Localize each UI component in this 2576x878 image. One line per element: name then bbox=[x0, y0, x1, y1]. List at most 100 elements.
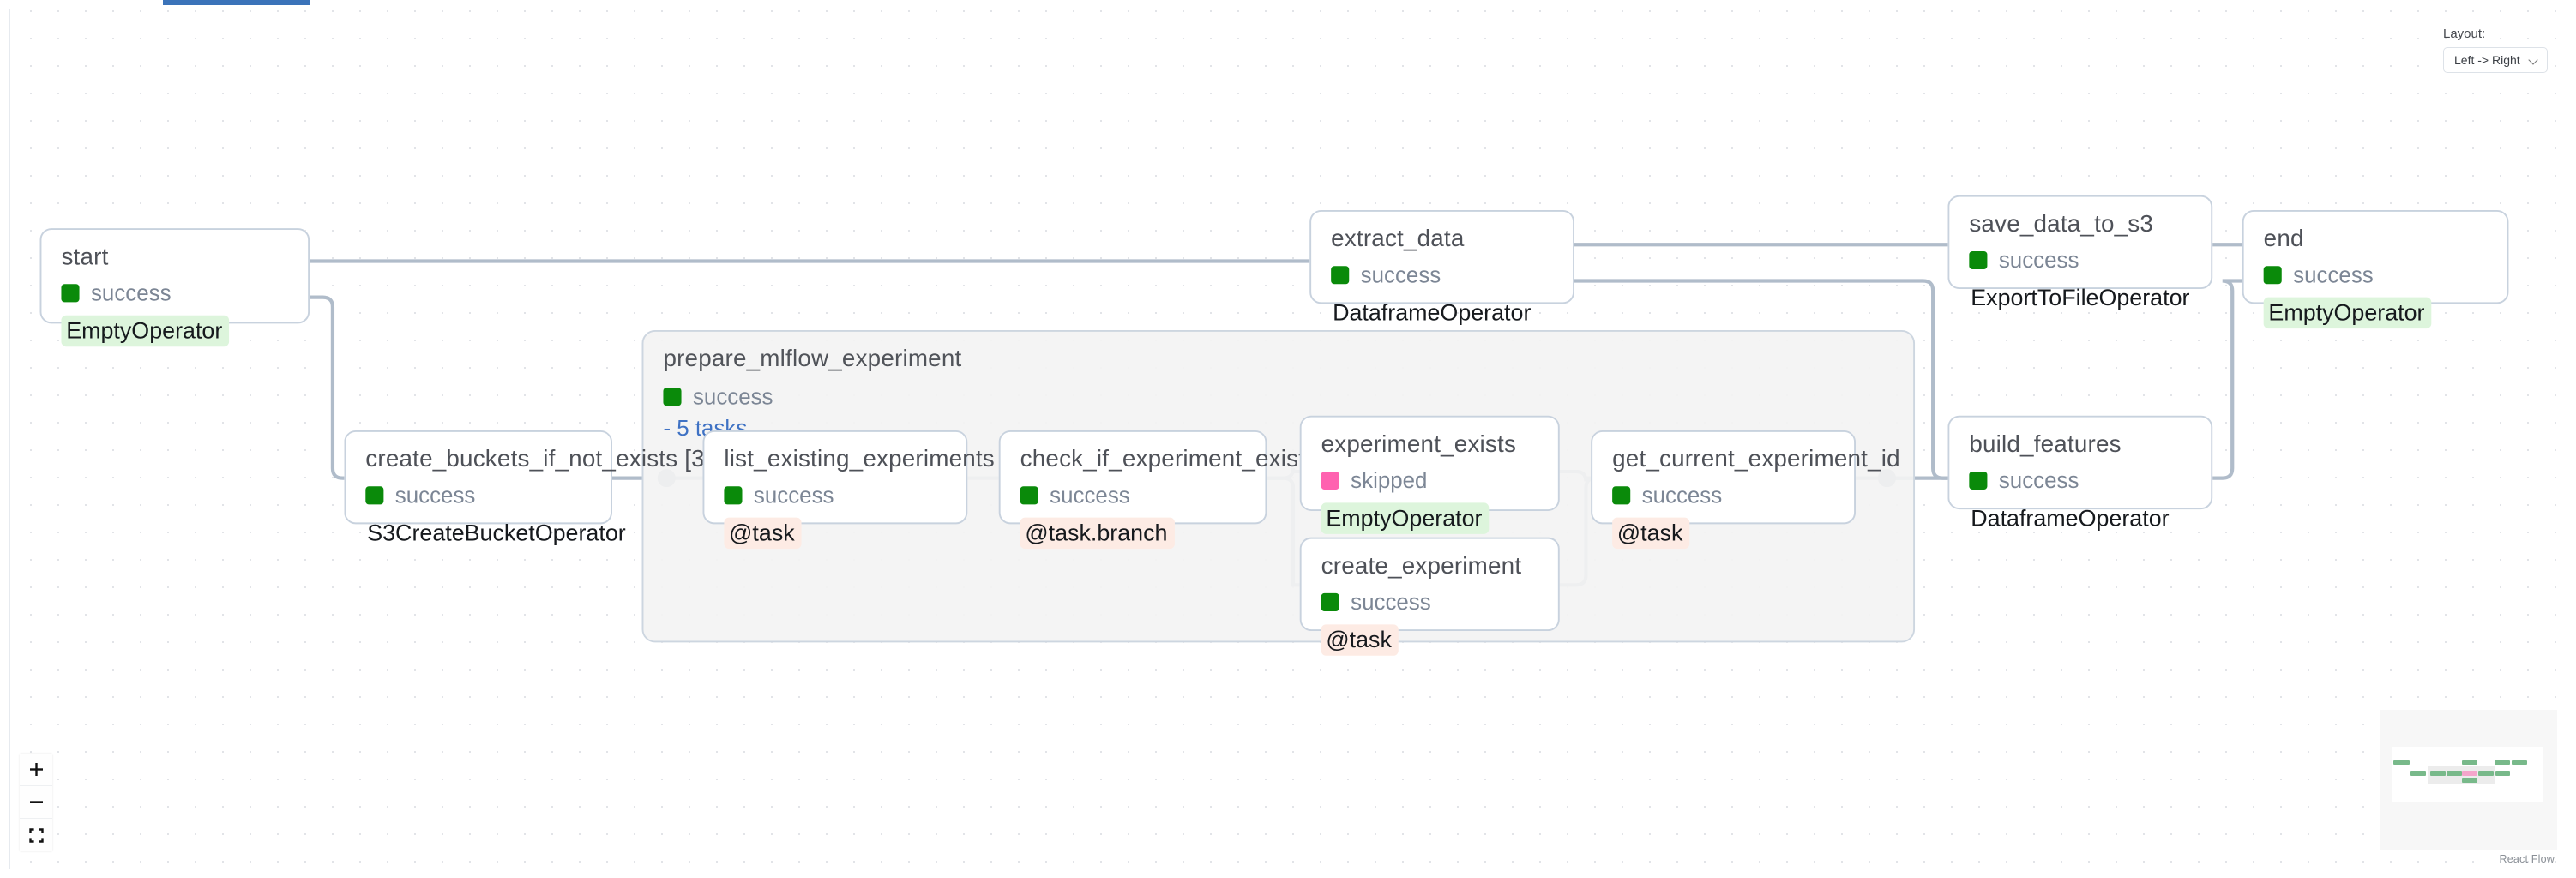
node-status: success bbox=[1969, 470, 2191, 492]
edge bbox=[2212, 279, 2242, 480]
operator-tag: @task.branch bbox=[1020, 517, 1175, 549]
operator-tag: @task bbox=[1321, 623, 1399, 656]
status-text: success bbox=[692, 383, 773, 409]
status-text: success bbox=[753, 483, 834, 508]
operator-tag: EmptyOperator bbox=[2263, 297, 2432, 328]
zoom-controls bbox=[20, 754, 52, 851]
operator-tag: @task bbox=[1612, 517, 1690, 549]
node-title: get_current_experiment_id bbox=[1612, 447, 1900, 473]
status-swatch bbox=[1969, 251, 1988, 270]
minimap-node bbox=[2495, 771, 2510, 776]
minimap-node bbox=[2447, 771, 2462, 776]
operator-tag: DataframeOperator bbox=[1333, 298, 1532, 325]
minimap-node bbox=[2410, 771, 2426, 776]
node-title: build_features bbox=[1969, 431, 2122, 459]
status-text: success bbox=[394, 483, 476, 508]
status-swatch bbox=[365, 487, 384, 506]
node-status: success bbox=[1321, 592, 1538, 614]
minimap-node-skipped bbox=[2462, 771, 2477, 776]
operator-tag: EmptyOperator bbox=[61, 315, 229, 346]
status-text: success bbox=[1050, 483, 1130, 508]
edge bbox=[310, 295, 345, 480]
layout-select[interactable]: Left -> Right bbox=[2443, 47, 2548, 73]
zoom-in-button[interactable] bbox=[20, 754, 52, 786]
status-swatch bbox=[1612, 487, 1631, 506]
operator-tag: @task bbox=[724, 517, 802, 549]
operator-tag: DataframeOperator bbox=[1971, 503, 2170, 531]
node-title: experiment_exists bbox=[1321, 431, 1517, 459]
node-title: list_existing_experiments bbox=[724, 447, 995, 473]
node-title: create_buckets_if_not_exists [3] bbox=[365, 447, 712, 473]
status-swatch bbox=[1331, 267, 1350, 286]
status-text: success bbox=[2293, 262, 2374, 288]
group-title: prepare_mlflow_experiment bbox=[663, 346, 962, 373]
minimap-node bbox=[2462, 778, 2477, 783]
minus-icon bbox=[29, 801, 43, 803]
minimap[interactable] bbox=[2380, 710, 2557, 850]
zoom-out-button[interactable] bbox=[20, 786, 52, 819]
operator-tag: S3CreateBucketOperator bbox=[367, 519, 626, 545]
minimap-node bbox=[2495, 760, 2510, 765]
status-swatch bbox=[2263, 267, 2282, 286]
status-swatch bbox=[1321, 472, 1339, 490]
node-title: extract_data bbox=[1331, 226, 1465, 253]
layout-label: Layout: bbox=[2443, 27, 2486, 41]
reactflow-attribution: React Flow bbox=[2499, 853, 2555, 865]
operator-tag: EmptyOperator bbox=[1321, 502, 1490, 534]
node-title: check_if_experiment_exists bbox=[1020, 447, 1318, 473]
node-status: success bbox=[1969, 250, 2191, 272]
node-title: save_data_to_s3 bbox=[1969, 211, 2154, 238]
operator-tag: ExportToFileOperator bbox=[1971, 283, 2190, 310]
status-text: skipped bbox=[1351, 468, 1428, 494]
status-swatch bbox=[61, 285, 80, 304]
minimap-node bbox=[2430, 771, 2446, 776]
status-swatch bbox=[724, 487, 743, 506]
node-status: success bbox=[1020, 485, 1246, 508]
tab-strip bbox=[0, 0, 2576, 9]
node-status: success bbox=[1612, 485, 1834, 508]
minimap-node bbox=[2393, 760, 2410, 765]
node-status: success bbox=[1331, 265, 1553, 287]
minimap-node bbox=[2512, 760, 2527, 765]
status-text: success bbox=[1360, 262, 1441, 288]
node-status: success bbox=[365, 485, 591, 508]
status-text: success bbox=[1351, 590, 1431, 616]
status-text: success bbox=[1998, 248, 2079, 274]
node-status: skipped bbox=[1321, 470, 1538, 492]
status-text: success bbox=[1641, 483, 1723, 508]
status-text: success bbox=[1998, 468, 2079, 494]
status-text: success bbox=[90, 280, 172, 306]
node-title: end bbox=[2263, 226, 2304, 253]
node-status: success bbox=[61, 283, 288, 305]
node-status: success bbox=[2263, 262, 2488, 288]
chevron-down-icon bbox=[2530, 56, 2539, 65]
group-status: success bbox=[663, 385, 961, 407]
node-status: success bbox=[724, 485, 946, 508]
status-swatch bbox=[663, 387, 682, 406]
minimap-node bbox=[2478, 771, 2494, 776]
layout-select-value: Left -> Right bbox=[2454, 53, 2520, 67]
node-title: start bbox=[61, 244, 109, 271]
fit-view-button[interactable] bbox=[20, 819, 52, 851]
plus-icon bbox=[29, 763, 43, 776]
fit-screen-icon bbox=[28, 827, 44, 843]
minimap-node bbox=[2462, 760, 2477, 765]
status-swatch bbox=[1321, 593, 1339, 612]
active-tab-indicator[interactable] bbox=[163, 0, 310, 5]
node-title: create_experiment bbox=[1321, 553, 1522, 580]
status-swatch bbox=[1020, 487, 1038, 506]
